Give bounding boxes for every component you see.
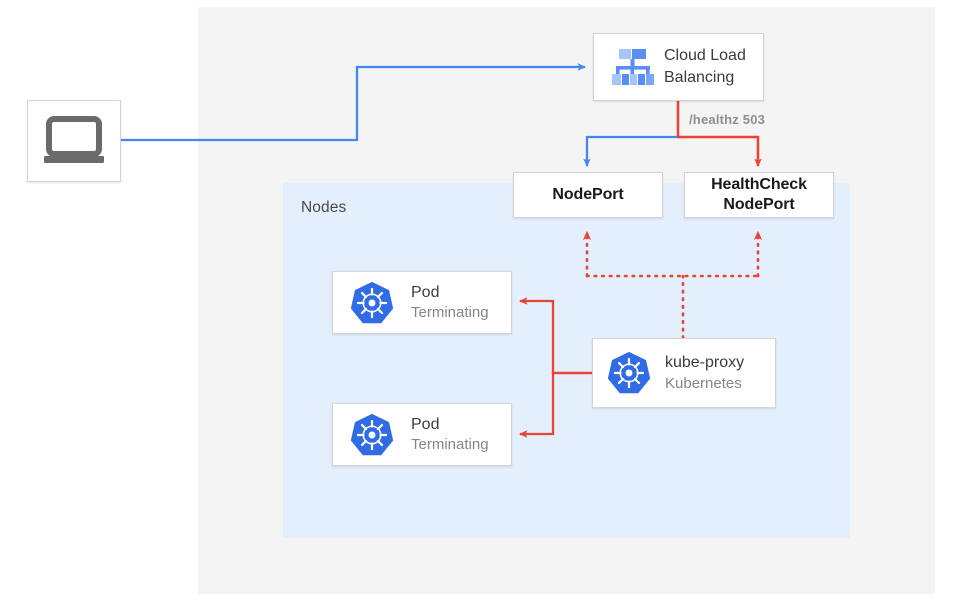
kubernetes-icon: [333, 412, 411, 458]
healthcheck-nodeport-line-1: HealthCheck: [711, 176, 807, 194]
kubernetes-icon: [333, 280, 411, 326]
kube-proxy-title: kube-proxy: [665, 354, 745, 372]
pod-node-1[interactable]: Pod Terminating: [332, 271, 512, 334]
nodeport-node[interactable]: NodePort: [513, 172, 663, 218]
cloud-load-balancing-icon: [602, 47, 664, 87]
healthz-edge-label: /healthz 503: [689, 112, 766, 127]
edge-kubeproxy-to-pod1: [519, 297, 592, 375]
nodeport-label: NodePort: [552, 186, 624, 204]
edge-clb-to-nodeport: [583, 135, 679, 167]
kubernetes-icon: [593, 350, 665, 396]
pod-1-text: Pod Terminating: [411, 282, 511, 324]
healthcheck-nodeport-node[interactable]: HealthCheck NodePort: [684, 172, 834, 218]
edge-clb-to-healthcheck-nodeport: [677, 135, 762, 167]
client-node[interactable]: [27, 100, 121, 182]
nodes-region-label: Nodes: [301, 199, 347, 216]
cloud-load-balancing-node[interactable]: Cloud Load Balancing: [593, 33, 764, 101]
pod-node-2[interactable]: Pod Terminating: [332, 403, 512, 466]
pod-2-status: Terminating: [411, 436, 489, 454]
pod-2-title: Pod: [411, 415, 440, 433]
healthcheck-nodeport-label: HealthCheck NodePort: [711, 175, 807, 214]
edge-client-to-clb: [121, 63, 586, 142]
pod-1-title: Pod: [411, 283, 440, 301]
edge-kubeproxy-to-pod2: [519, 371, 592, 438]
laptop-icon: [28, 101, 120, 181]
kube-proxy-node[interactable]: kube-proxy Kubernetes: [592, 338, 776, 408]
clb-line-1: Cloud Load: [664, 47, 746, 65]
healthcheck-nodeport-line-2: NodePort: [723, 196, 795, 213]
kube-proxy-subtitle: Kubernetes: [665, 374, 742, 392]
pod-1-status: Terminating: [411, 304, 489, 322]
cloud-load-balancing-label: Cloud Load Balancing: [664, 45, 763, 88]
kube-proxy-text: kube-proxy Kubernetes: [665, 352, 775, 394]
clb-line-2: Balancing: [664, 69, 735, 86]
pod-2-text: Pod Terminating: [411, 414, 511, 456]
